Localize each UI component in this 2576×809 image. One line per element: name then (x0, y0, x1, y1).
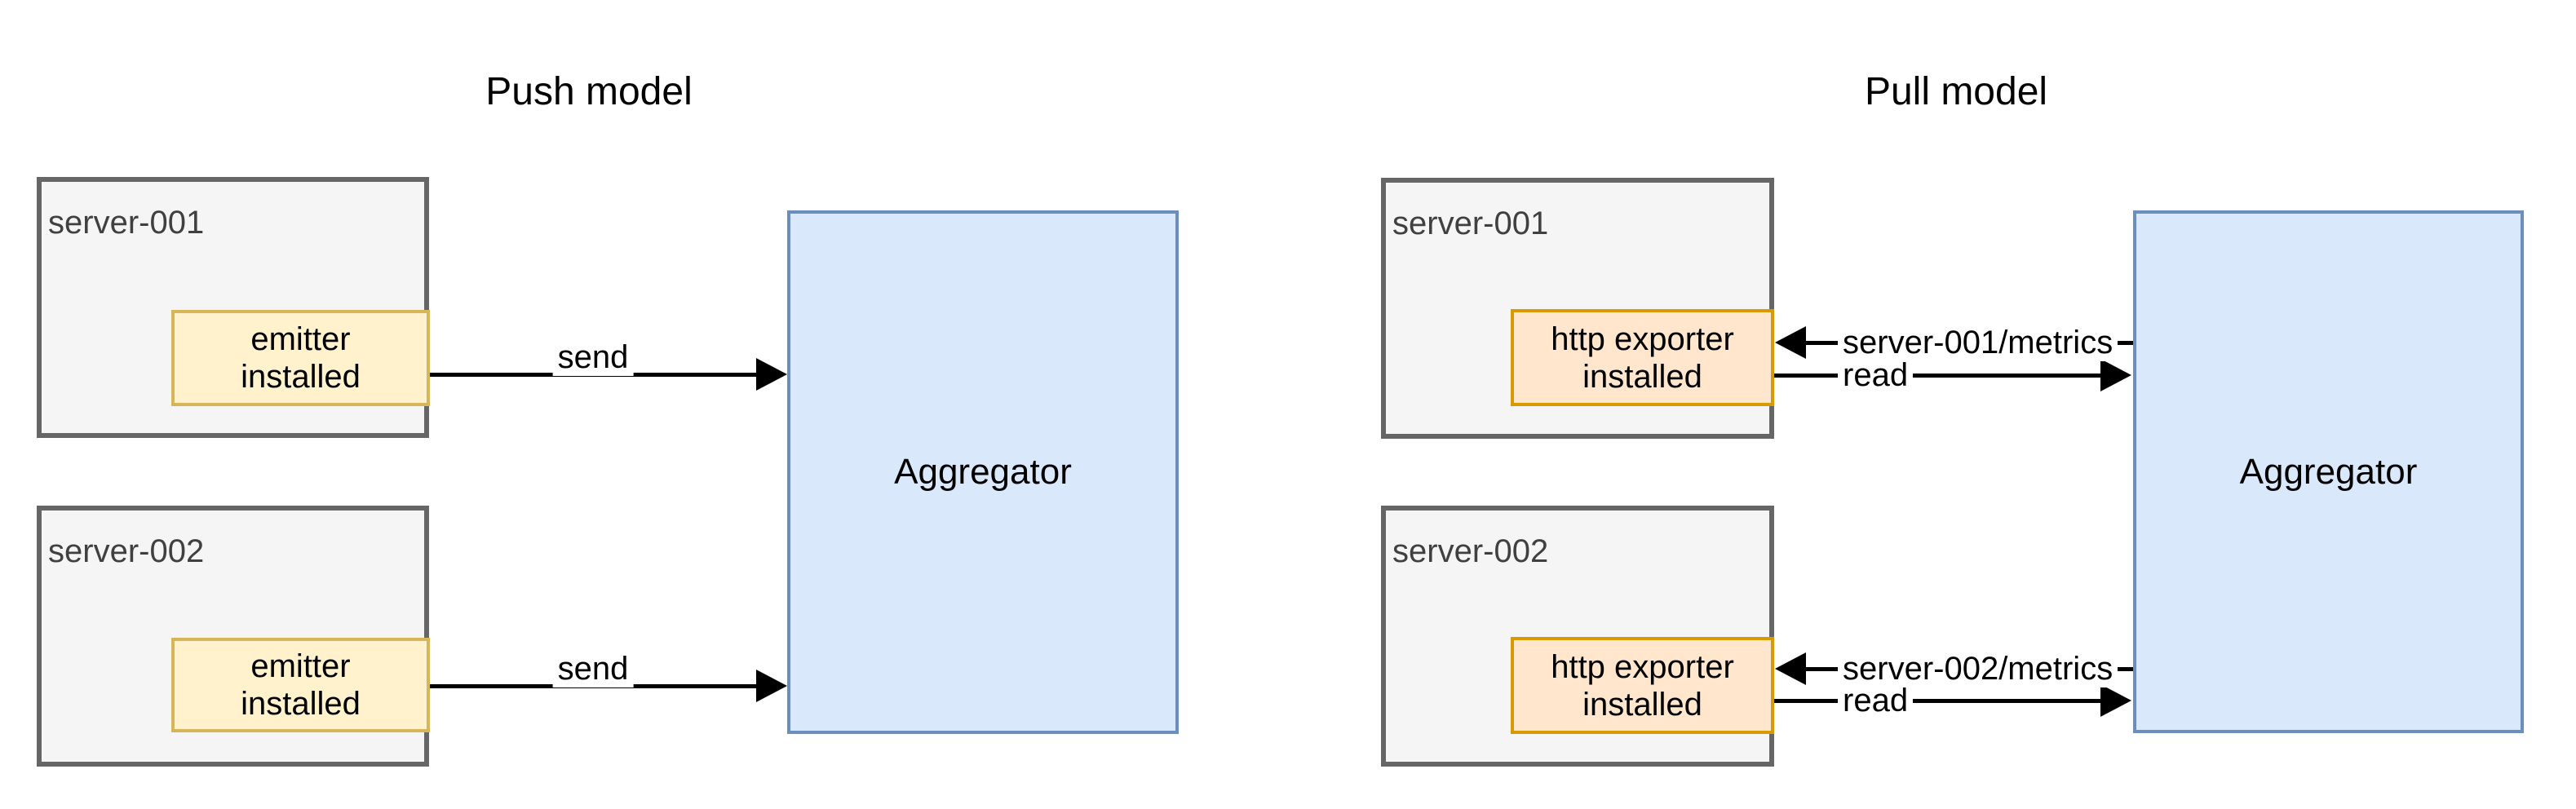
pull-read-arrow-2-head (2100, 684, 2131, 717)
push-send-arrow-1-head (756, 358, 787, 391)
pull-exporter-001-box: http exporter installed (1511, 309, 1774, 406)
pull-aggregator-label: Aggregator (2239, 451, 2418, 492)
pull-server-001-label: server-001 (1392, 206, 1549, 241)
pull-server-002-label: server-002 (1392, 533, 1549, 569)
push-send-arrow-2-head (756, 670, 787, 702)
push-server-002-label: server-002 (48, 533, 205, 569)
pull-read-arrow-2-line (1774, 699, 2100, 703)
push-emitter-002-box: emitter installed (171, 638, 430, 732)
pull-model-title: Pull model (1864, 70, 2048, 113)
pull-request-arrow-2-head (1775, 652, 1806, 685)
pull-read-label-1: read (1838, 356, 1914, 394)
push-aggregator-box: Aggregator (787, 210, 1179, 734)
push-send-label-2: send (552, 650, 634, 687)
pull-request-label-1: server-001/metrics (1838, 324, 2118, 361)
push-model-title: Push model (485, 70, 693, 113)
push-send-label-1: send (552, 338, 634, 376)
pull-read-arrow-1-head (2100, 359, 2131, 391)
push-emitter-001-box: emitter installed (171, 310, 430, 406)
push-aggregator-label: Aggregator (894, 452, 1072, 492)
pull-aggregator-box: Aggregator (2133, 210, 2524, 733)
pull-request-arrow-1-head (1775, 326, 1806, 359)
pull-read-label-2: read (1838, 682, 1914, 719)
push-server-001-label: server-001 (48, 205, 205, 241)
pull-request-label-2: server-002/metrics (1838, 650, 2118, 687)
pull-exporter-002-box: http exporter installed (1511, 637, 1774, 734)
pull-read-arrow-1-line (1774, 374, 2100, 378)
